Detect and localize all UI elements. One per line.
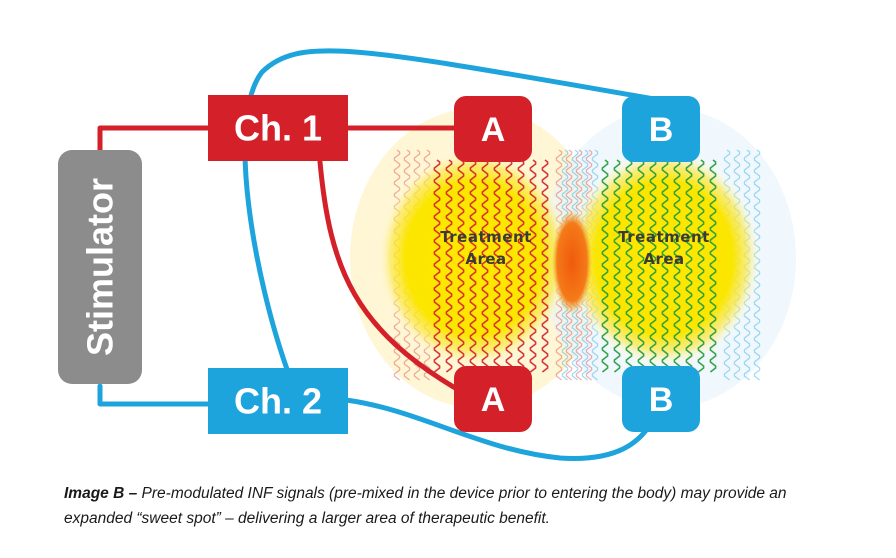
electrode-b-top: B	[622, 96, 700, 162]
red-wave-line	[529, 159, 537, 373]
green-wave-line	[709, 159, 717, 373]
electrode-a-top-label: A	[481, 111, 506, 149]
overlap-sweet-spot	[552, 210, 592, 314]
green-wave-line	[649, 159, 657, 373]
electrode-a-bottom-label: A	[481, 381, 506, 419]
electrode-a-top: A	[454, 96, 532, 162]
red-wave-line	[457, 159, 465, 373]
electrode-a-bottom: A	[454, 366, 532, 432]
channel-1-label: Ch. 1	[234, 108, 322, 149]
ch2-to-b-top-wire	[242, 48, 663, 375]
channel-2-label: Ch. 2	[234, 381, 322, 422]
green-wave-line	[661, 159, 669, 373]
red-wave-line	[469, 159, 477, 373]
red-wave-line	[493, 159, 501, 373]
left-treatment-area	[376, 148, 572, 368]
left-treatment-label-line1: Treatment	[440, 228, 532, 246]
stimulator-label: Stimulator	[80, 178, 121, 356]
left-treatment-label-line2: Area	[465, 250, 506, 268]
green-wave-line	[613, 159, 621, 373]
right-treatment-label-line2: Area	[643, 250, 684, 268]
green-wave-line	[601, 159, 609, 373]
red-wave-line	[445, 159, 453, 373]
red-wave-line	[481, 159, 489, 373]
interferential-diagram: Stimulator Ch. 1 Ch. 2 A A B B Treatment…	[58, 48, 796, 461]
figure-caption: Image B – Pre-modulated INF signals (pre…	[64, 481, 854, 531]
ch2-to-b-bottom-wire	[343, 397, 653, 461]
stimulator-unit: Stimulator	[58, 150, 142, 384]
stimulator-to-ch2-wire	[97, 383, 215, 407]
red-wave-line	[433, 159, 441, 373]
red-wave-line	[541, 159, 549, 373]
green-wave-line	[673, 159, 681, 373]
channel-1-box: Ch. 1	[208, 95, 348, 161]
signal-waves	[433, 159, 717, 373]
electrode-b-bottom-label: B	[649, 381, 674, 419]
electrode-b-top-label: B	[649, 111, 674, 149]
green-wave-line	[625, 159, 633, 373]
green-wave-line	[697, 159, 705, 373]
electrode-b-bottom: B	[622, 366, 700, 432]
red-wave-line	[505, 159, 513, 373]
channel-2-box: Ch. 2	[208, 368, 348, 434]
right-treatment-label-line1: Treatment	[618, 228, 710, 246]
caption-text: Pre-modulated INF signals (pre-mixed in …	[64, 485, 787, 527]
ch1-to-a-bottom-wire	[317, 159, 465, 395]
red-wave-line	[517, 159, 525, 373]
stimulator-to-ch1-wire	[97, 125, 215, 163]
caption-title: Image B –	[64, 485, 138, 502]
green-wave-line	[637, 159, 645, 373]
green-wave-line	[685, 159, 693, 373]
